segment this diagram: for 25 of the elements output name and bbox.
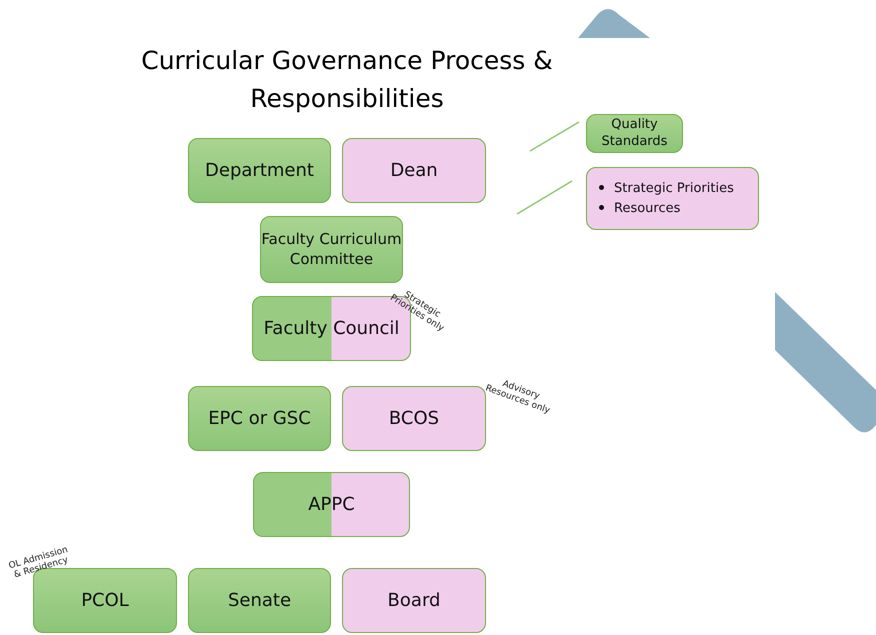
committee-box: [342, 138, 486, 203]
committee-box: [188, 568, 331, 633]
committee-box: [586, 114, 683, 153]
committee-box: [342, 386, 486, 451]
bullet-text: Strategic Priorities: [614, 180, 734, 196]
box-label: BCOS: [388, 406, 440, 430]
leader-line: [516, 180, 572, 215]
box-label: Faculty Council: [264, 318, 400, 340]
committee-box: [260, 216, 403, 283]
box-label: Dean: [390, 158, 438, 182]
box-label: Senate: [228, 588, 292, 612]
box-label: Faculty Curriculum Committee: [261, 230, 402, 269]
box-label: Quality Standards: [600, 116, 668, 150]
bullet-text: Resources: [614, 200, 680, 216]
diagram-title: Curricular Governance Process & Responsibilities: [140, 45, 554, 115]
committee-box: [188, 138, 331, 203]
leader-line: [530, 121, 580, 152]
box-label: PCOL: [81, 588, 129, 612]
committee-box: [586, 167, 759, 230]
committee-box: [188, 386, 331, 451]
split-committee-box: [253, 472, 410, 537]
box-label: Board: [388, 588, 440, 612]
box-label: EPC or GSC: [208, 406, 311, 430]
box-label: Department: [205, 158, 314, 182]
committee-box: [342, 568, 486, 633]
